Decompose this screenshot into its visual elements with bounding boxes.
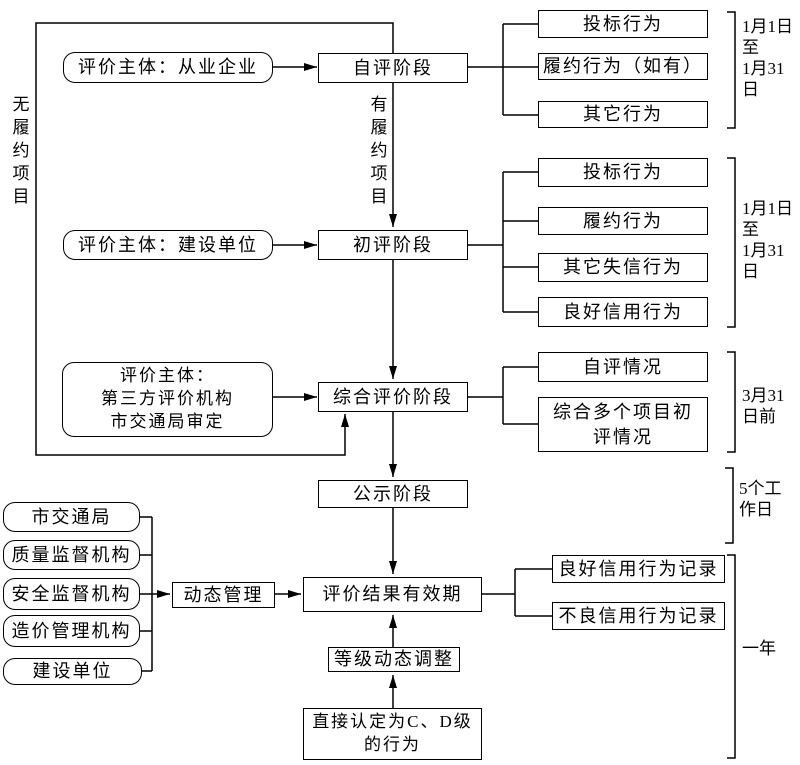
comprehensive-branch bbox=[468, 366, 538, 425]
box-good-credit-behavior: 良好信用行为 bbox=[538, 297, 708, 327]
box-dynamic-management: 动态管理 bbox=[172, 582, 275, 608]
initial-eval-branch bbox=[468, 171, 538, 313]
label-period-1: 1月1日 至 1月31 日 bbox=[742, 17, 793, 99]
box-direct-cd-rating: 直接认定为C、D级 的行为 bbox=[303, 708, 482, 760]
period-brackets bbox=[725, 11, 736, 759]
box-stage-result-validity: 评价结果有效期 bbox=[303, 577, 482, 612]
box-org-cost-management: 造价管理机构 bbox=[3, 615, 140, 647]
label-no-performance-project: 无履约项目 bbox=[12, 95, 30, 206]
box-org-transport-bureau: 市交通局 bbox=[3, 502, 140, 532]
box-org-safety-supervision: 安全监督机构 bbox=[3, 578, 140, 610]
box-stage-initial-eval: 初评阶段 bbox=[318, 230, 468, 260]
label-has-performance-project: 有履约项目 bbox=[370, 95, 388, 206]
box-good-credit-record: 良好信用行为记录 bbox=[552, 555, 725, 583]
box-stage-publicity: 公示阶段 bbox=[318, 480, 468, 508]
box-subject-enterprise: 评价主体：从业企业 bbox=[63, 52, 273, 83]
box-performance-behavior-1: 履约行为（如有） bbox=[538, 53, 708, 80]
box-stage-comprehensive-eval: 综合评价阶段 bbox=[318, 382, 468, 412]
box-bidding-behavior-1: 投标行为 bbox=[538, 10, 708, 38]
org-connector bbox=[140, 516, 153, 672]
box-other-dishonest-behavior: 其它失信行为 bbox=[538, 253, 708, 282]
box-multi-project-initial-status: 综合多个项目初 评情况 bbox=[538, 397, 708, 452]
label-period-4: 5个工 作日 bbox=[739, 479, 782, 519]
box-subject-third-party: 评价主体： 第三方评价机构 市交通局审定 bbox=[62, 362, 273, 437]
box-stage-self-eval: 自评阶段 bbox=[318, 53, 468, 83]
label-period-3: 3月31 日前 bbox=[742, 386, 785, 426]
box-performance-behavior-2: 履约行为 bbox=[538, 207, 708, 235]
label-period-2: 1月1日 至 1月31 日 bbox=[742, 199, 793, 281]
box-org-owner-unit: 建设单位 bbox=[3, 658, 142, 685]
box-org-quality-supervision: 质量监督机构 bbox=[3, 540, 140, 570]
box-self-eval-status: 自评情况 bbox=[538, 352, 708, 382]
validity-branch bbox=[482, 568, 552, 617]
box-subject-owner: 评价主体：建设单位 bbox=[63, 230, 273, 260]
label-period-5: 一年 bbox=[742, 639, 776, 658]
self-eval-branch bbox=[468, 23, 538, 116]
box-bidding-behavior-2: 投标行为 bbox=[538, 158, 708, 187]
no-performance-path bbox=[35, 22, 394, 456]
box-bad-credit-record: 不良信用行为记录 bbox=[552, 602, 725, 630]
box-other-behavior: 其它行为 bbox=[538, 101, 708, 128]
box-level-dynamic-adjustment: 等级动态调整 bbox=[328, 647, 460, 672]
